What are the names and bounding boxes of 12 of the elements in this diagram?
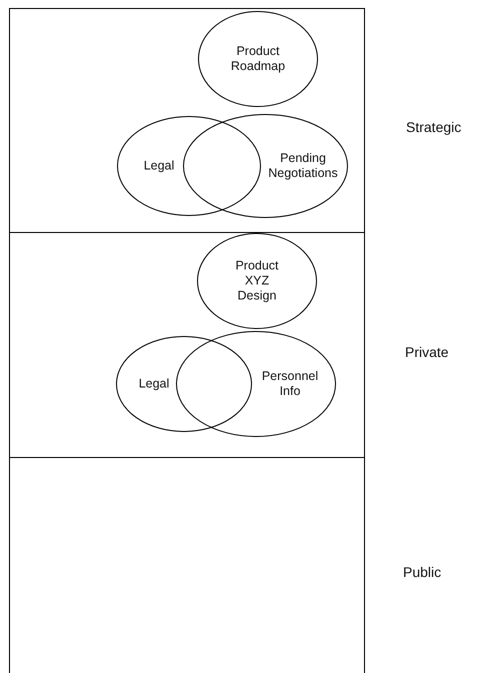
band-box bbox=[9, 8, 365, 233]
oval-label: Product XYZ Design bbox=[234, 258, 280, 304]
oval-label: Product Roadmap bbox=[230, 44, 286, 74]
oval-label: Personnel Info bbox=[260, 369, 320, 399]
band-label: Strategic bbox=[406, 119, 462, 135]
band-label: Public bbox=[403, 564, 442, 580]
oval-label: Legal bbox=[142, 158, 176, 174]
band-box bbox=[9, 457, 365, 673]
band-box bbox=[9, 232, 365, 458]
band-label: Private bbox=[405, 344, 449, 360]
oval-label: Pending Negotiations bbox=[267, 151, 339, 181]
oval-label: Legal bbox=[138, 376, 170, 392]
